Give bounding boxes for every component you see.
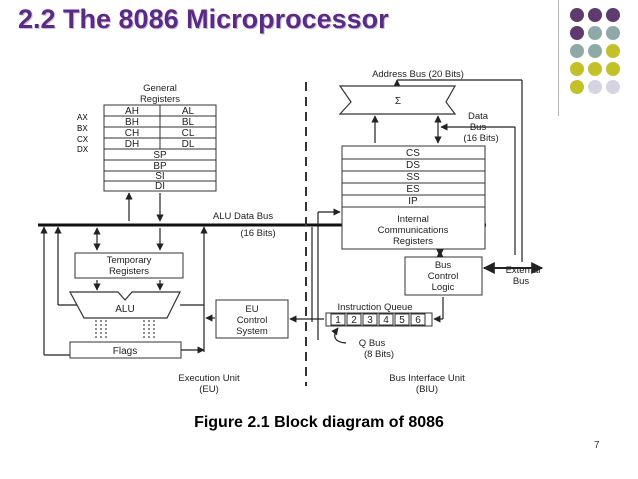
queue-cell [362, 313, 378, 326]
execution-unit-label: (EU) [199, 384, 219, 395]
slide-title: 2.2 The 8086 Microprocessor [18, 4, 389, 34]
register-ah: AH [125, 106, 139, 117]
register-ch: CH [125, 128, 139, 139]
queue-cell-5: 5 [399, 315, 405, 326]
q-bus-width: (8 Bits) [364, 349, 394, 360]
queue-cell [378, 313, 394, 326]
decorative-dot-grid [568, 8, 634, 100]
sigma-label: Σ [395, 96, 401, 107]
dot-lavender [588, 80, 602, 94]
data-bus-label: Data [468, 111, 489, 122]
queue-cell-1: 1 [335, 315, 341, 326]
register-bh: BH [125, 117, 139, 128]
temporary-registers-box [74, 252, 184, 279]
external-bus-label: External [506, 265, 541, 276]
temporary-registers-label: Registers [109, 266, 149, 277]
temporary-registers-label: Temporary [107, 255, 152, 266]
alu-data-bus-width: (16 Bits) [240, 228, 275, 239]
queue-cell-4: 4 [383, 315, 389, 326]
eu-control-label: System [236, 326, 268, 337]
queue-cell-2: 2 [351, 315, 357, 326]
label-cx: CX [77, 135, 89, 144]
dot-teal [588, 26, 602, 40]
alu-label: ALU [115, 304, 134, 315]
queue-cell-3: 3 [367, 315, 373, 326]
register-dl: DL [182, 139, 195, 150]
internal-comm-label: Communications [378, 225, 449, 236]
dot-teal [606, 26, 620, 40]
label-dx: DX [77, 145, 89, 154]
alu-shape [68, 291, 181, 319]
register-sp: SP [153, 150, 167, 161]
dot-yellow [606, 62, 620, 76]
dot-yellow [588, 62, 602, 76]
instruction-queue: 1 2 3 4 5 6 [325, 312, 433, 327]
instruction-queue-label: Instruction Queue [338, 302, 413, 313]
bus-control-label: Logic [432, 282, 455, 293]
execution-unit-label: Execution Unit [178, 373, 240, 384]
flags-label: Flags [113, 346, 137, 357]
dot-lavender [606, 80, 620, 94]
queue-cell [394, 313, 410, 326]
register-di: DI [155, 181, 165, 192]
alu-data-bus-label: ALU Data Bus [213, 211, 273, 222]
address-bus-label: Address Bus (20 Bits) [372, 69, 464, 80]
queue-cell-6: 6 [415, 315, 421, 326]
figure-caption: Figure 2.1 Block diagram of 8086 [194, 414, 444, 431]
bus-interface-unit-label: (BIU) [416, 384, 438, 395]
register-ss: SS [406, 172, 420, 183]
register-ds: DS [406, 160, 420, 171]
page-number: 7 [594, 440, 600, 451]
bus-interface-unit-label: Bus Interface Unit [389, 373, 465, 384]
register-es: ES [406, 184, 420, 195]
dot-teal [570, 44, 584, 58]
register-al: AL [182, 106, 195, 117]
internal-comm-label: Internal [397, 214, 429, 225]
queue-cell [330, 313, 346, 326]
label-bx: BX [77, 124, 88, 133]
general-registers: General Registers AH AL BH BL CH CL DH D… [77, 83, 217, 192]
dot-purple [570, 8, 584, 22]
dot-yellow [570, 80, 584, 94]
queue-cell [346, 313, 362, 326]
eu-control-label: EU [245, 304, 258, 315]
register-ip: IP [408, 196, 418, 207]
dot-teal [588, 44, 602, 58]
dot-purple [588, 8, 602, 22]
register-bp: BP [153, 161, 167, 172]
data-bus-width: (16 Bits) [463, 133, 498, 144]
dot-yellow [606, 44, 620, 58]
dot-purple [570, 26, 584, 40]
dot-purple [606, 8, 620, 22]
register-cl: CL [182, 128, 195, 139]
register-dh: DH [125, 139, 139, 150]
register-bl: BL [182, 117, 195, 128]
address-adder-shape [338, 85, 457, 115]
eu-control-label: Control [237, 315, 268, 326]
queue-cell [410, 313, 426, 326]
internal-comm-label: Registers [393, 236, 433, 247]
bus-control-label: Bus [435, 260, 452, 271]
general-registers-title: Registers [140, 94, 180, 105]
register-cs: CS [406, 148, 420, 159]
register-si: SI [155, 171, 164, 182]
external-bus-label: Bus [513, 276, 530, 287]
general-registers-title: General [143, 83, 177, 94]
title-divider [558, 0, 559, 116]
data-bus-label: Bus [470, 122, 487, 133]
dot-yellow [570, 62, 584, 76]
q-bus-label: Q Bus [359, 338, 386, 349]
label-ax: AX [77, 113, 88, 122]
segment-registers-box [341, 145, 486, 250]
q-bus-pointer [331, 327, 347, 344]
bus-control-label: Control [428, 271, 459, 282]
eu-control-system-box [215, 299, 289, 339]
